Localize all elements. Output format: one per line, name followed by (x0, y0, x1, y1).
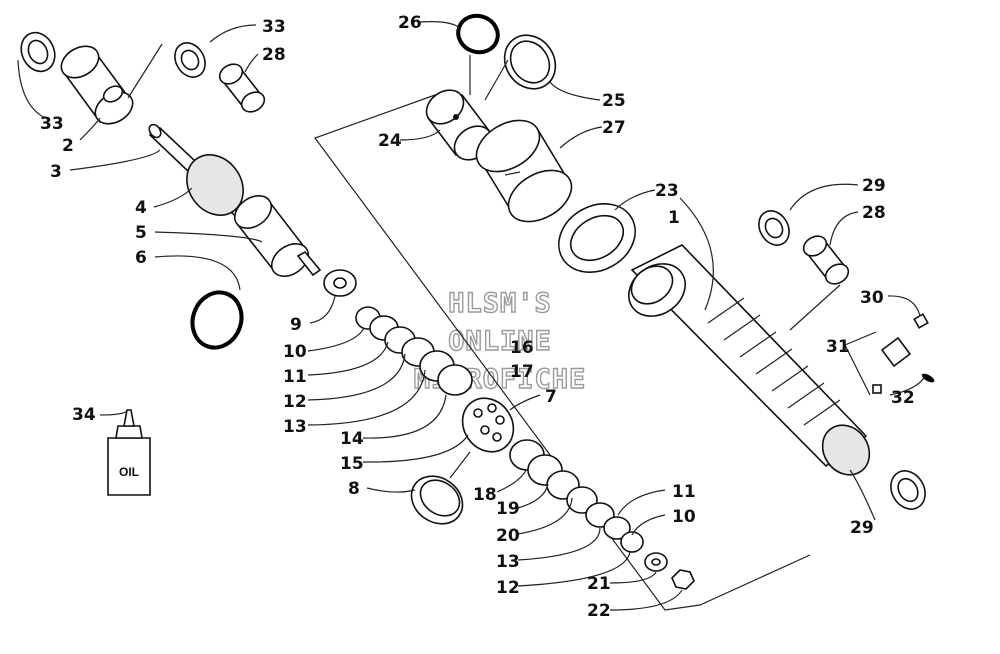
part-28-sleeve-right (802, 235, 850, 285)
callout-27: 27 (602, 118, 626, 138)
callout-2: 2 (62, 136, 74, 156)
callout-29-upper: 29 (862, 176, 886, 196)
callout-26: 26 (398, 13, 422, 33)
part-25-ring (503, 34, 557, 90)
callout-5: 5 (135, 223, 147, 243)
callout-13-upper: 13 (283, 417, 307, 437)
oil-label: OIL (119, 465, 139, 479)
callout-12-lower: 12 (496, 578, 520, 598)
part-34-oil-bottle: OIL (107, 409, 151, 496)
part-32-cap (921, 373, 935, 383)
part-27-sleeve (475, 119, 573, 223)
part-21-washer (644, 552, 668, 572)
callout-28-right: 28 (862, 203, 886, 223)
part-2-eyelet (60, 45, 134, 125)
callout-10-lower: 10 (672, 507, 696, 527)
part-33-bushing-left (20, 31, 56, 73)
callout-19: 19 (496, 499, 520, 519)
leader-lines (17, 21, 925, 611)
callout-34: 34 (72, 405, 96, 425)
callout-29-lower: 29 (850, 518, 874, 538)
part-28-sleeve-upper (218, 63, 266, 113)
callout-numbers: 33 2 3 4 5 6 33 28 9 10 11 12 13 14 15 1… (40, 13, 915, 621)
watermark-line-2: ONLINE (448, 326, 552, 357)
callout-18: 18 (473, 485, 497, 505)
callout-4: 4 (135, 198, 147, 218)
part-6-o-ring-left (190, 290, 244, 350)
part-4-bumper (186, 154, 244, 216)
callout-24: 24 (378, 131, 402, 151)
assembly-bracket-lines (314, 94, 841, 611)
callout-20: 20 (496, 526, 520, 546)
callout-11-lower: 11 (672, 482, 696, 502)
part-23-collar (558, 203, 636, 273)
callout-33-right: 33 (262, 17, 286, 37)
callout-21: 21 (587, 574, 611, 594)
callout-7: 7 (545, 387, 557, 407)
part-26-o-ring (456, 13, 500, 55)
part-7-piston (461, 397, 515, 453)
part-29-bushing-upper (758, 210, 790, 246)
part-33-bushing-right (174, 42, 206, 78)
callout-14: 14 (340, 429, 364, 449)
callout-3: 3 (50, 162, 62, 182)
callout-6: 6 (135, 248, 147, 268)
part-31-bracket (844, 331, 877, 396)
callout-13-lower: 13 (496, 552, 520, 572)
callout-8: 8 (348, 479, 360, 499)
callout-33-left: 33 (40, 114, 64, 134)
watermark-line-1: HLSM'S (448, 288, 552, 319)
callout-30: 30 (860, 288, 884, 308)
callout-1: 1 (668, 208, 680, 228)
callout-22: 22 (587, 601, 611, 621)
part-31-valve (872, 336, 912, 394)
callout-17: 17 (510, 362, 534, 382)
part-5-seal-head (233, 194, 322, 278)
part-30-screw (913, 313, 929, 329)
part-29-bushing-lower (890, 470, 926, 510)
callout-16: 16 (510, 338, 534, 358)
part-8-piston-ring (410, 475, 464, 525)
callout-9: 9 (290, 315, 302, 335)
callout-10-upper: 10 (283, 342, 307, 362)
part-1-shock-body (628, 244, 871, 476)
callout-23: 23 (655, 181, 679, 201)
callout-11-upper: 11 (283, 367, 307, 387)
shim-stack-upper (355, 306, 473, 396)
part-22-nut (671, 569, 695, 590)
callout-28-upper: 28 (262, 45, 286, 65)
callout-12-upper: 12 (283, 392, 307, 412)
shim-stack-lower (509, 439, 644, 553)
callout-25: 25 (602, 91, 626, 111)
callout-31: 31 (826, 337, 850, 357)
callout-15: 15 (340, 454, 364, 474)
part-9-washer (323, 269, 357, 297)
callout-32: 32 (891, 388, 915, 408)
